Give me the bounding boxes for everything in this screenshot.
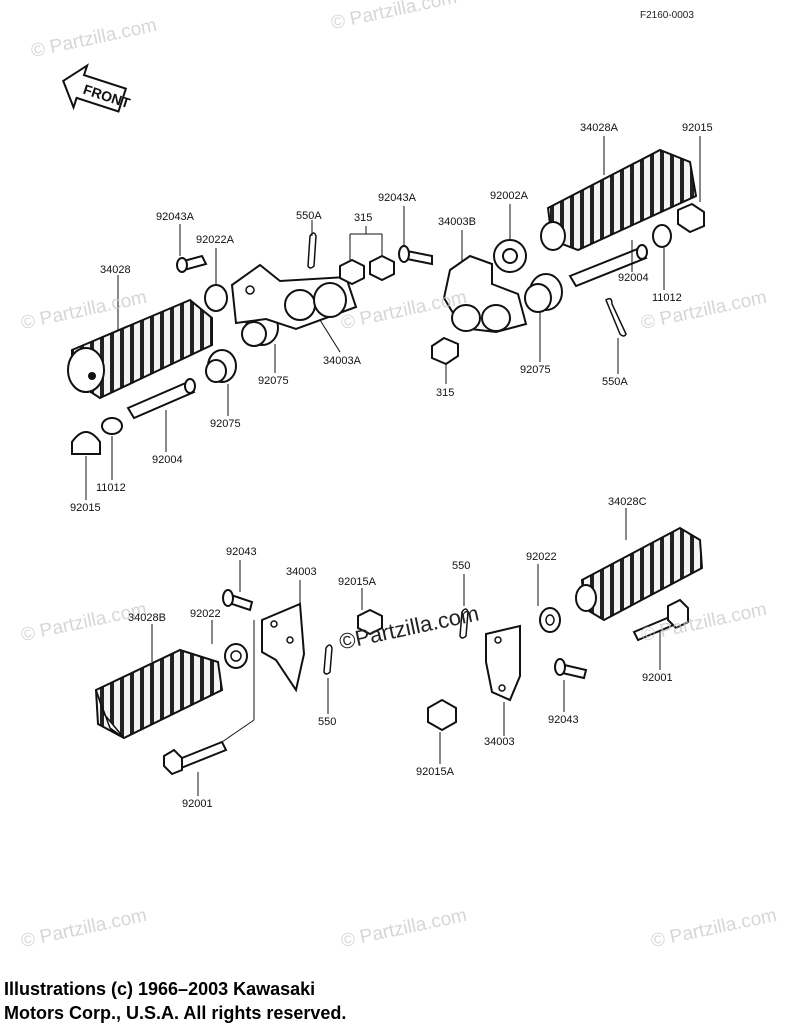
cotter-pin-550A-top bbox=[307, 232, 317, 269]
label-92015A: 92015A bbox=[416, 766, 454, 778]
label-550A: 550A bbox=[296, 210, 322, 222]
pin-92043-bottom bbox=[554, 658, 588, 680]
label-34028: 34028 bbox=[100, 264, 131, 276]
label-315: 315 bbox=[436, 387, 455, 399]
figure-code: F2160-0003 bbox=[640, 10, 694, 21]
cotter-pin-550A-right bbox=[605, 297, 627, 337]
label-92022: 92022 bbox=[190, 608, 221, 620]
label-11012: 11012 bbox=[652, 292, 682, 304]
pin-92043A-left bbox=[176, 254, 208, 273]
label-92015: 92015 bbox=[70, 502, 101, 514]
cotter-pin-550-right bbox=[459, 608, 469, 639]
label-92043: 92043 bbox=[548, 714, 579, 726]
label-92075: 92075 bbox=[258, 375, 289, 387]
cap-nut-92015-right bbox=[677, 202, 705, 234]
label-550: 550 bbox=[318, 716, 337, 728]
copyright-line-2: Motors Corp., U.S.A. All rights reserved… bbox=[4, 1003, 347, 1023]
pin-92043-top bbox=[222, 589, 254, 612]
nut-315-b bbox=[369, 254, 395, 282]
footpeg-34028B bbox=[94, 648, 224, 740]
label-34003: 34003 bbox=[286, 566, 317, 578]
cotter-pin-550-left bbox=[323, 644, 333, 675]
washer-11012-left bbox=[101, 417, 123, 435]
label-92004: 92004 bbox=[152, 454, 183, 466]
bolt-92001-left bbox=[163, 740, 228, 776]
label-34003: 34003 bbox=[484, 736, 515, 748]
label-11012: 11012 bbox=[96, 482, 126, 494]
pin-92004-left bbox=[126, 378, 196, 420]
nut-92015A-bottom bbox=[427, 698, 457, 732]
label-34028B: 34028B bbox=[128, 612, 166, 624]
label-92001: 92001 bbox=[182, 798, 213, 810]
label-34028A: 34028A bbox=[580, 122, 618, 134]
nut-315-c bbox=[431, 336, 459, 366]
footpeg-34028A bbox=[540, 148, 698, 252]
pin-92004-right bbox=[568, 244, 648, 288]
label-92022A: 92022A bbox=[196, 234, 234, 246]
label-550A: 550A bbox=[602, 376, 628, 388]
label-34003B: 34003B bbox=[438, 216, 476, 228]
bracket-34003A bbox=[230, 263, 358, 331]
label-92043A: 92043A bbox=[156, 211, 194, 223]
label-92015A: 92015A bbox=[338, 576, 376, 588]
front-arrow-icon: FRONT bbox=[61, 63, 133, 113]
label-550: 550 bbox=[452, 560, 471, 572]
label-92004: 92004 bbox=[618, 272, 649, 284]
collar-92075-a bbox=[205, 349, 237, 383]
washer-92022A bbox=[204, 284, 228, 312]
washer-11012-right bbox=[652, 224, 672, 248]
bolt-92001-right bbox=[632, 598, 689, 642]
pin-92043A-center bbox=[398, 245, 433, 266]
label-92002A: 92002A bbox=[490, 190, 528, 202]
footpeg-34028 bbox=[67, 298, 213, 400]
label-34028C: 34028C bbox=[608, 496, 647, 508]
bracket-34003-left bbox=[261, 602, 306, 693]
label-315: 315 bbox=[354, 212, 373, 224]
washer-92022-right bbox=[539, 607, 561, 633]
collar-92075-right bbox=[524, 273, 563, 313]
copyright-notice: Illustrations (c) 1966–2003 Kawasaki Mot… bbox=[4, 977, 346, 1025]
bracket-34003-right bbox=[485, 624, 521, 702]
footpeg-34028C bbox=[575, 526, 704, 622]
washer-92002A bbox=[493, 239, 527, 273]
label-92022: 92022 bbox=[526, 551, 557, 563]
washer-92022-left bbox=[224, 643, 248, 669]
bracket-34003B bbox=[442, 254, 528, 334]
leader-lines bbox=[85, 136, 701, 796]
label-92075: 92075 bbox=[210, 418, 241, 430]
copyright-line-1: Illustrations (c) 1966–2003 Kawasaki bbox=[4, 979, 316, 999]
label-92015: 92015 bbox=[682, 122, 713, 134]
label-92001: 92001 bbox=[642, 672, 673, 684]
label-34003A: 34003A bbox=[323, 355, 361, 367]
label-92043: 92043 bbox=[226, 546, 257, 558]
nut-315-a bbox=[339, 258, 365, 286]
label-92043A: 92043A bbox=[378, 192, 416, 204]
label-92075: 92075 bbox=[520, 364, 551, 376]
nut-92015A-top bbox=[357, 608, 383, 636]
cap-nut-92015-left bbox=[71, 431, 101, 455]
